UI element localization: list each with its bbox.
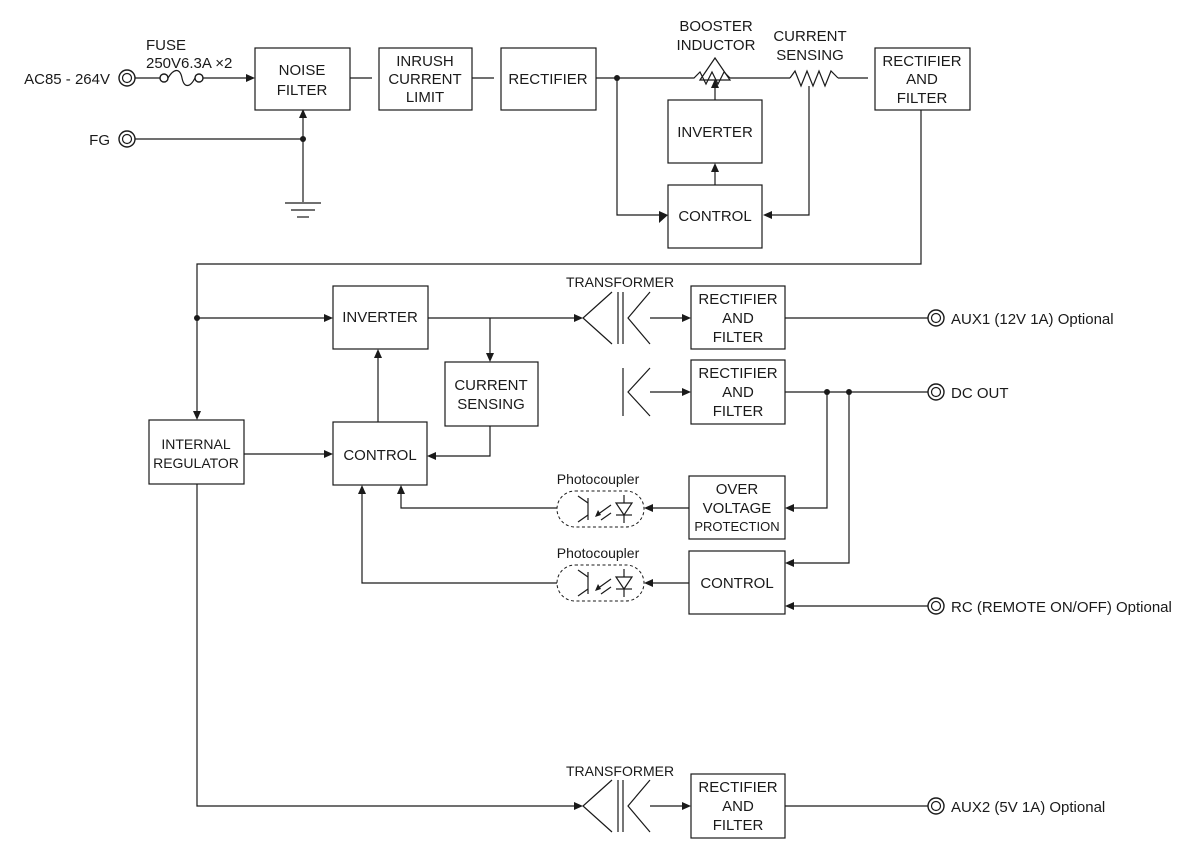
control-main-block: CONTROL (332, 421, 428, 486)
transformer-secondary-symbol (622, 367, 651, 417)
transformer-2-symbol (582, 779, 651, 833)
dc-out-terminal (927, 383, 945, 401)
fg-label: FG (89, 132, 110, 149)
booster-inductor-symbol (688, 56, 732, 86)
rect-filter-dc-label-3: FILTER (713, 403, 764, 420)
current-sensing-top-label-2: SENSING (776, 47, 844, 64)
arrowheads (193, 74, 794, 810)
noise-filter-label-1: NOISE (279, 62, 326, 79)
rect-filter-top-label-1: RECTIFIER (882, 53, 961, 70)
control-rc-block: CONTROL (688, 550, 786, 615)
rectifier-label: RECTIFIER (508, 71, 587, 88)
inrush-label-1: INRUSH (396, 53, 454, 70)
rect-filter-top-label-2: AND (906, 71, 938, 88)
photocoupler-2-label: Photocoupler (557, 545, 640, 561)
noise-filter-label-2: FILTER (277, 82, 328, 99)
over-voltage-protection-block: OVER VOLTAGE PROTECTION (688, 475, 786, 540)
photocoupler-1-symbol (556, 490, 645, 528)
rectifier-and-filter-top-block: RECTIFIER AND FILTER (874, 47, 971, 111)
rect-filter-aux1-label-3: FILTER (713, 329, 764, 346)
control-rc-label: CONTROL (700, 575, 773, 592)
transformer-1-label: TRANSFORMER (566, 274, 674, 290)
wires (135, 77, 928, 807)
fg-terminal (118, 130, 136, 148)
internal-regulator-label-1: INTERNAL (161, 436, 230, 452)
rectifier-and-filter-aux2-block: RECTIFIER AND FILTER (690, 773, 786, 839)
fuse-label: FUSE (146, 37, 186, 54)
booster-inductor-label-1: BOOSTER (679, 18, 753, 35)
inrush-label-3: LIMIT (406, 89, 444, 106)
rectifier-and-filter-dc-block: RECTIFIER AND FILTER (690, 359, 786, 425)
rectifier-and-filter-aux1-block: RECTIFIER AND FILTER (690, 285, 786, 350)
rc-input-label: RC (REMOTE ON/OFF) Optional (951, 599, 1172, 616)
current-sensing-main-label-1: CURRENT (454, 377, 527, 394)
inverter-top-label: INVERTER (677, 124, 753, 141)
control-top-block: CONTROL (667, 184, 763, 249)
fuse-rating-label: 250V6.3A ×2 (146, 55, 232, 72)
junctions (194, 75, 852, 395)
inverter-main-label: INVERTER (342, 309, 418, 326)
rect-filter-aux2-label-3: FILTER (713, 817, 764, 834)
aux1-terminal (927, 309, 945, 327)
dc-out-label: DC OUT (951, 385, 1009, 402)
rect-filter-aux1-label-2: AND (722, 310, 754, 327)
internal-regulator-block: INTERNAL REGULATOR (148, 419, 245, 485)
inrush-label-2: CURRENT (388, 71, 461, 88)
rectifier-block: RECTIFIER (500, 47, 597, 111)
current-sensing-top-label-1: CURRENT (773, 28, 846, 45)
inverter-main-block: INVERTER (332, 285, 429, 350)
rect-filter-dc-label-1: RECTIFIER (698, 365, 777, 382)
transformer-2-label: TRANSFORMER (566, 763, 674, 779)
inverter-top-block: INVERTER (667, 99, 763, 164)
rect-filter-aux2-label-1: RECTIFIER (698, 779, 777, 796)
fuse-symbol (159, 69, 204, 87)
current-sensing-main-block: CURRENT SENSING (444, 361, 539, 427)
ovp-label-3: PROTECTION (694, 519, 779, 534)
photocoupler-1-label: Photocoupler (557, 471, 640, 487)
inrush-current-limit-block: INRUSH CURRENT LIMIT (378, 47, 473, 111)
current-sensing-resistor-symbol (789, 69, 839, 88)
rect-filter-dc-label-2: AND (722, 384, 754, 401)
noise-filter-block: NOISE FILTER (254, 47, 351, 111)
rc-terminal (927, 597, 945, 615)
current-sensing-main-label-2: SENSING (457, 396, 525, 413)
rect-filter-top-label-3: FILTER (897, 90, 948, 107)
internal-regulator-label-2: REGULATOR (153, 455, 239, 471)
photocoupler-2-symbol (556, 564, 645, 602)
aux1-output-label: AUX1 (12V 1A) Optional (951, 311, 1114, 328)
booster-inductor-label-2: INDUCTOR (677, 37, 756, 54)
aux2-output-label: AUX2 (5V 1A) Optional (951, 799, 1105, 816)
rect-filter-aux2-label-2: AND (722, 798, 754, 815)
control-main-label: CONTROL (343, 447, 416, 464)
ovp-label-2: VOLTAGE (703, 500, 772, 517)
ac-input-label: AC85 - 264V (24, 71, 110, 88)
rect-filter-aux1-label-1: RECTIFIER (698, 291, 777, 308)
transformer-1-symbol (582, 291, 651, 345)
aux2-terminal (927, 797, 945, 815)
ac-input-terminal (118, 69, 136, 87)
ovp-label-1: OVER (716, 481, 759, 498)
control-top-label: CONTROL (678, 208, 751, 225)
